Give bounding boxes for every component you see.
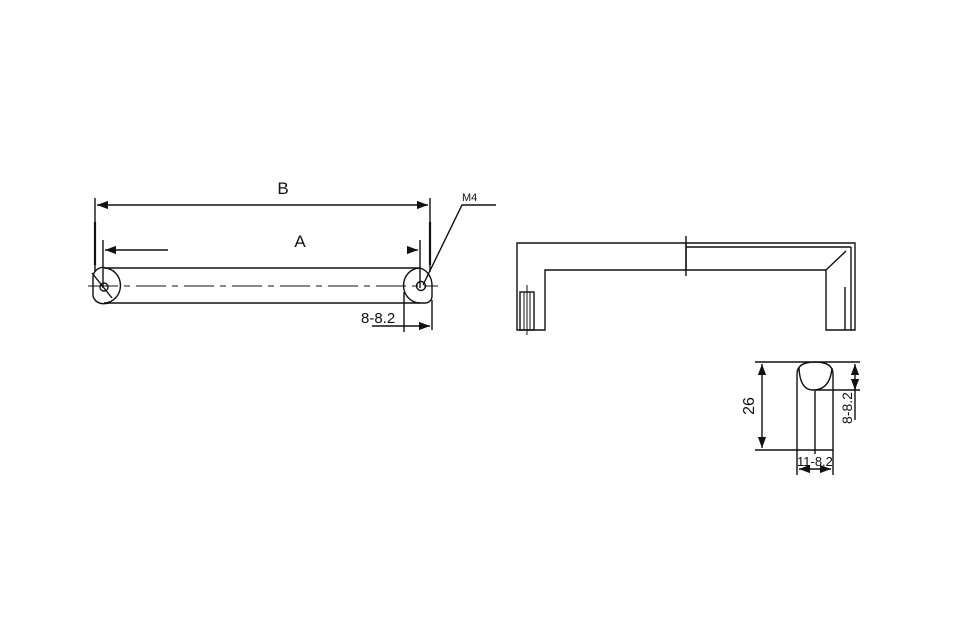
dim-label-height: 26 [741,397,758,415]
dim-label-b: B [277,179,288,198]
hatched-section [516,242,687,331]
dim-label-end: 8-8.2 [361,310,395,327]
dim-label-width: 11-8.2 [797,454,833,469]
handle-bar [92,266,433,305]
thread-label: M4 [462,192,477,204]
dim-label-head: 8-8.2 [839,392,855,424]
mounting-hole-left [99,282,109,292]
dim-label-a: A [294,232,306,251]
side-view [516,236,856,335]
front-view: B A M4 8-8.2 [88,179,496,332]
thread-leader [422,204,496,286]
cross-section-view: 26 8-8.2 11-8.2 [741,361,860,475]
